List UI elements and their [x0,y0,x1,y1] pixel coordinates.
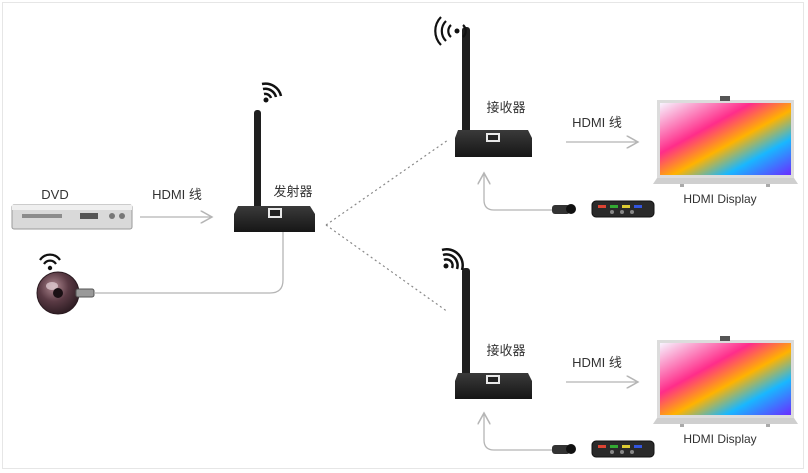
wifi-signal-icon [39,253,61,271]
dvd-player-icon [11,204,133,230]
receiver-top-device [455,27,532,157]
wifi-signal-icon [434,16,467,46]
hdmi-cable-out-bottom-label: HDMI 线 [572,355,622,370]
ir-extender-icon [36,271,95,315]
hdmi-cable-in-label: HDMI 线 [152,187,202,202]
ir-extender-cable [95,232,284,294]
transmitter-label: 发射器 [273,184,312,199]
display-bottom-label: HDMI Display [683,432,756,446]
ir-return-arrow-bottom [484,413,566,451]
hdmi-cable-out-top-label: HDMI 线 [572,115,622,130]
receiver-bottom-label: 接收器 [486,343,525,358]
ir-receiver-icon [552,204,576,214]
remote-control-icon [591,200,655,218]
wireless-link-top [325,139,449,226]
tv-display-icon [653,336,798,427]
transmitter-device [234,110,315,232]
receiver-bottom-device [455,268,532,399]
ir-receiver-icon [552,444,576,454]
wifi-signal-icon [261,82,283,103]
remote-control-icon [591,440,655,458]
tv-display-icon [653,96,798,187]
wireless-link-bottom [325,224,449,313]
wifi-signal-icon [441,248,464,271]
ir-return-arrow-top [484,173,566,211]
receiver-top-label: 接收器 [486,100,525,115]
dvd-label: DVD [41,187,68,202]
display-top-label: HDMI Display [683,192,756,206]
diagram-frame [2,2,804,469]
